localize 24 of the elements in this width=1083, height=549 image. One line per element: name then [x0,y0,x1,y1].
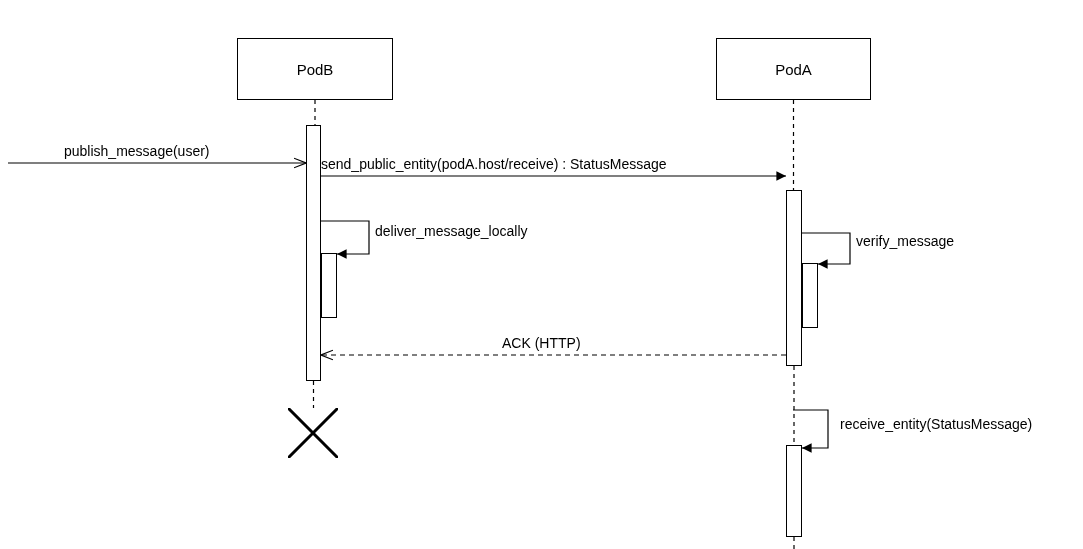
arrow [792,409,829,453]
activation-bar [321,253,337,318]
arrow [801,232,851,269]
destroy-mark [288,408,338,458]
lifeline [792,99,795,191]
arrow [320,220,370,259]
arrow [320,171,787,181]
message-label: verify_message [856,233,955,249]
message-label: deliver_message_locally [375,223,528,239]
arrow [7,157,307,169]
activation-bar [786,445,802,537]
message-label: ACK (HTTP) [502,335,581,351]
lifeline-head-box: PodB [237,38,393,100]
lifeline [793,536,795,549]
message-label: publish_message(user) [64,143,210,159]
arrow [320,349,787,361]
activation-bar [802,263,818,328]
lifeline [314,99,316,126]
lifeline [312,380,315,409]
activation-bar [306,125,321,381]
message-label: receive_entity(StatusMessage) [840,416,1033,432]
activation-bar [786,190,802,366]
message-label: send_public_entity(podA.host/receive) : StatusMessage [321,156,667,172]
lifeline-head-box: PodA [716,38,871,100]
